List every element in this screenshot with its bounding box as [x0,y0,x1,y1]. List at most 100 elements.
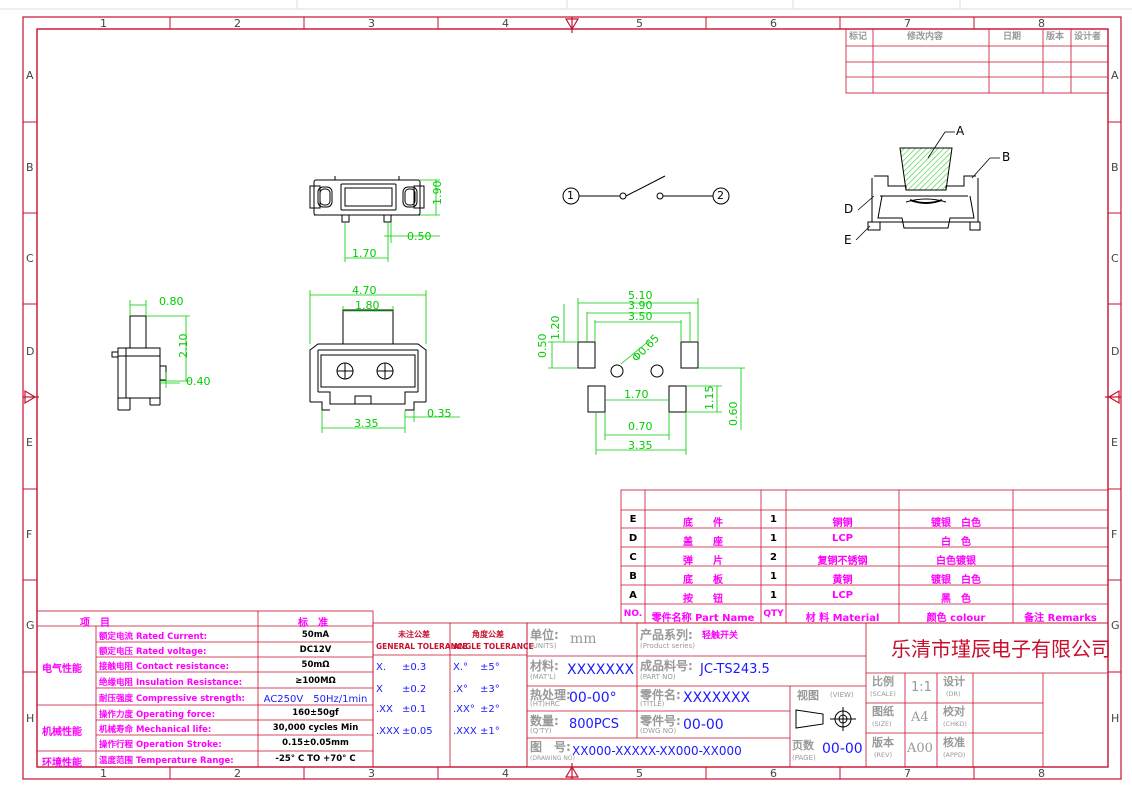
tb-view-label: 视图 [797,689,819,702]
bom-id-e: E [629,514,637,525]
tol-gv-2: ±0.2 [402,684,427,695]
bom-color-e: 镀银 白色 [931,518,981,529]
dim-fp-pad-height: 1.20 [549,315,562,341]
tb-view-sub: (VIEW) [830,691,854,699]
tb-company-name: 乐清市瑾辰电子有限公司 [891,637,1111,661]
spec-value-insulation: ≥100MΩ [295,676,336,686]
rev-header-designer: 设计者 [1074,32,1102,42]
top-view-dims [344,179,440,262]
tb-material-value: XXXXXXX [567,662,635,678]
bom-qty-e: 1 [770,514,777,525]
dim-top-pitch: 1.70 [352,247,377,260]
callout-e: E [844,233,852,247]
col-label-bottom-4: 4 [502,767,509,780]
tb-approve-sub: (APPD) [943,751,966,759]
bom-color-d: 白 色 [941,537,971,548]
spec-label-insulation: 绝缘电阻 Insulation Resistance: [99,678,243,688]
bom-material-c: 复铜不锈钢 [817,556,868,567]
dim-side-height: 2.10 [177,333,190,359]
bom-color-a: 黑 色 [941,594,971,605]
col-label-top-4: 4 [502,17,509,30]
tb-scale-label: 比例 [872,675,894,688]
bom-table-grid [620,489,1109,624]
callout-b: B [1002,150,1011,164]
tb-design-label: 设计 [943,675,965,688]
tol-angle-cn: 角度公差 [472,630,504,639]
bom-header-material: 材 料 Material [805,613,880,624]
tb-page-label: 页数 [792,739,814,752]
tb-dwg-value: 00-00 [683,717,724,733]
tol-av-3: ±2° [480,704,500,715]
spec-label-strength: 耐压强度 Compressive strength: [99,694,245,704]
row-label-right-C: C [1111,252,1119,265]
tol-av-2: ±3° [480,684,500,695]
col-label-bottom-6: 6 [770,767,777,780]
bom-qty-d: 1 [770,533,777,544]
bom-id-b: B [629,571,637,582]
row-label-left-C: C [26,252,34,265]
dim-fp-overall: 5.10 [628,289,653,302]
tol-a-1: X.° [453,662,469,673]
bom-name-d: 盖 座 [683,537,723,548]
row-label-right-F: F [1111,528,1118,541]
dim-fp-pad-span: 3.35 [628,439,653,452]
tb-qty-label: 数量: [530,714,559,728]
spec-value-current: 50mA [301,630,330,640]
spec-group-mechanical: 机械性能 [42,727,82,738]
spec-table-grid [36,610,374,768]
tb-rev-label: 版本 [872,736,894,749]
col-label-bottom-1: 1 [100,767,107,780]
row-label-right-B: B [1111,161,1119,174]
bom-material-e: 铜铜 [832,518,853,529]
title-block-grid [526,622,1109,768]
dim-top-height: 1.90 [431,180,444,206]
tb-scale-value: 1:1 [911,680,932,695]
tb-drawing-sub: (DRAWING NO) [530,755,575,762]
bom-qty-c: 2 [770,552,777,563]
row-label-left-B: B [26,161,34,174]
col-label-bottom-7: 7 [904,767,911,780]
col-label-top-2: 2 [234,17,241,30]
bom-qty-b: 1 [770,571,777,582]
tol-a-4: .XXX [453,726,477,737]
rev-header-date: 日期 [1003,32,1022,42]
bom-material-d: LCP [831,533,854,544]
tb-part-value: JC-TS243.5 [700,662,770,677]
dim-front-foot: 0.35 [427,407,452,420]
col-label-bottom-8: 8 [1038,767,1045,780]
spec-label-voltage: 额定电压 Rated voltage: [99,647,207,657]
spec-label-stroke: 操作行程 Operation Stroke: [99,740,222,750]
bom-id-a: A [629,590,637,601]
pcb-footprint [577,341,699,413]
tb-units-value: mm [570,631,597,647]
row-label-left-F: F [26,528,33,541]
tb-material-sub: (MAT'L) [530,673,556,681]
tol-general-cn: 未注公差 [398,630,430,639]
tol-g-4: .XXX [376,726,400,737]
tol-a-3: .XX° [453,704,475,715]
bom-name-b: 底 板 [683,575,723,586]
tb-size-label: 图纸 [872,705,894,718]
callout-d: D [844,202,854,216]
schematic-pin-1: 1 [567,189,574,202]
spec-value-resistance: 50mΩ [301,660,330,670]
tb-size-value: A4 [911,710,929,725]
tb-dwg-sub: (DWG NO) [640,727,677,735]
tb-scale-sub: (SCALE) [870,690,896,698]
centering-marks [23,17,1121,779]
row-label-left-G: G [26,619,35,632]
tol-a-2: .X° [453,684,469,695]
tb-dwg-label: 零件号: [640,714,681,728]
col-label-top-7: 7 [904,17,911,30]
revision-table [845,28,1109,94]
bom-header-no: NO. [623,609,643,619]
tb-drawing-label: 图 号: [530,740,571,754]
bom-id-c: C [629,552,637,563]
spec-value-voltage: DC12V [299,645,332,655]
spec-header-item: 项 目 [80,618,110,629]
row-label-left-A: A [26,69,34,82]
bom-name-a: 按 钮 [683,594,723,605]
bom-material-a: LCP [831,590,854,601]
row-label-right-E: E [1111,436,1118,449]
